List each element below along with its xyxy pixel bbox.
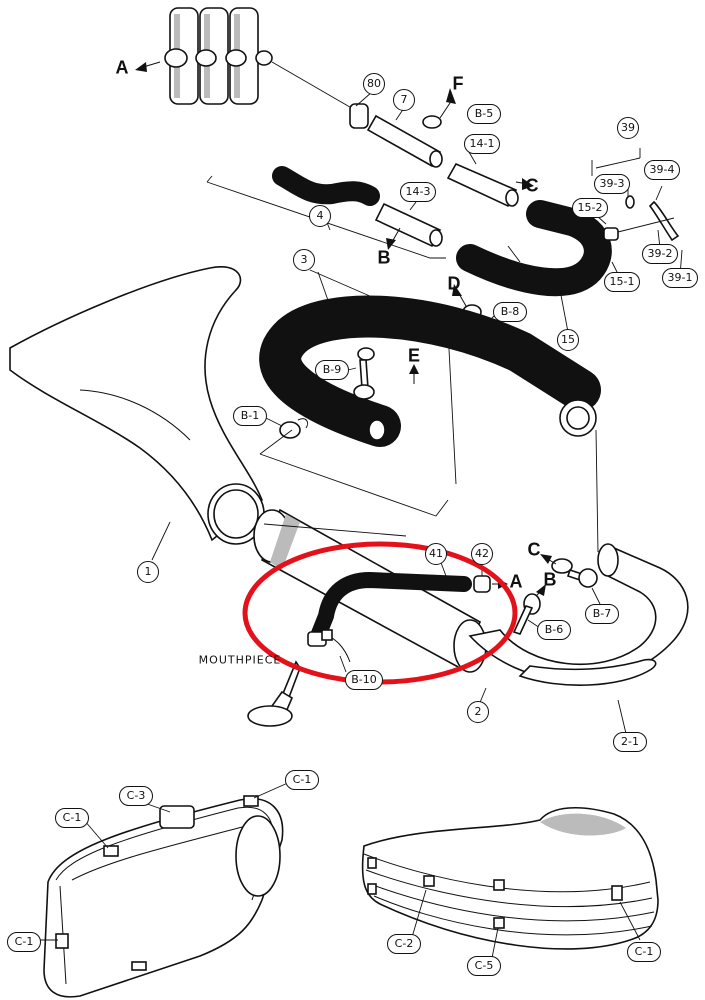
label-c2: C-2 [387,934,421,954]
tube-15 [456,200,612,297]
label-b7: B-7 [585,604,619,624]
case-right [30,781,659,959]
label-14-3: 14-3 [400,182,436,202]
tube-3 [259,295,601,447]
cork-b1 [279,418,309,439]
label-c5: C-5 [467,956,501,976]
label-mouthpiece: MOUTHPIECE [198,653,282,667]
label-c1-left: C-1 [55,808,89,828]
label-15: 15 [557,329,579,351]
label-b-mid: B [543,569,557,590]
tube-14-3 [374,202,443,250]
cork-b6 [512,584,546,635]
label-b8: B-8 [493,302,527,322]
bell-1 [9,266,265,545]
cork-b7 [540,554,598,588]
cork-b5 [422,88,456,129]
arrow-a-top [135,61,161,72]
clip-b10 [321,629,351,663]
valve-cluster [164,7,356,111]
label-39-2: 39-2 [642,244,678,264]
label-39-1: 39-1 [662,268,698,288]
leadpipe-41 [307,571,472,647]
bow-2-1 [468,543,689,686]
label-4: 4 [309,205,331,227]
label-a-top: A [115,57,129,78]
label-80: 80 [363,73,385,95]
tube-7 [366,114,443,168]
label-c1-top: C-1 [285,770,319,790]
label-b9: B-9 [315,360,349,380]
mouthpiece [247,660,301,727]
label-1: 1 [137,561,159,583]
label-14-1: 14-1 [464,134,500,154]
label-39-4: 39-4 [644,160,680,180]
label-39: 39 [617,117,639,139]
label-15-1: 15-1 [604,272,640,292]
label-7: 7 [393,89,415,111]
label-b1: B-1 [233,406,267,426]
case-left [43,795,284,998]
label-42: 42 [471,543,493,565]
label-c3: C-3 [119,786,153,806]
label-c1-bottom: C-1 [7,932,41,952]
label-c-top: C [525,175,539,196]
label-41: 41 [425,543,447,565]
label-e: E [407,345,421,366]
label-2-1: 2-1 [613,732,647,752]
cork-b9 [353,347,375,400]
label-b5: B-5 [467,104,501,124]
label-2: 2 [467,701,489,723]
label-15-2: 15-2 [572,198,608,218]
tube-14-1 [446,162,534,208]
label-f: F [452,73,464,94]
tube-4 [272,166,380,206]
label-b6: B-6 [537,620,571,640]
label-b10: B-10 [345,670,383,690]
label-39-3: 39-3 [594,174,630,194]
part-39-assembly [591,148,680,242]
label-a-mid: A [509,571,523,592]
tube-80 [349,103,369,129]
label-3: 3 [293,249,315,271]
label-c1-right: C-1 [627,942,661,962]
leader-lines [151,91,683,743]
label-b-top: B [377,247,391,268]
label-c-mid: C [527,539,541,560]
arrow-e [409,364,419,384]
label-d: D [447,273,461,294]
